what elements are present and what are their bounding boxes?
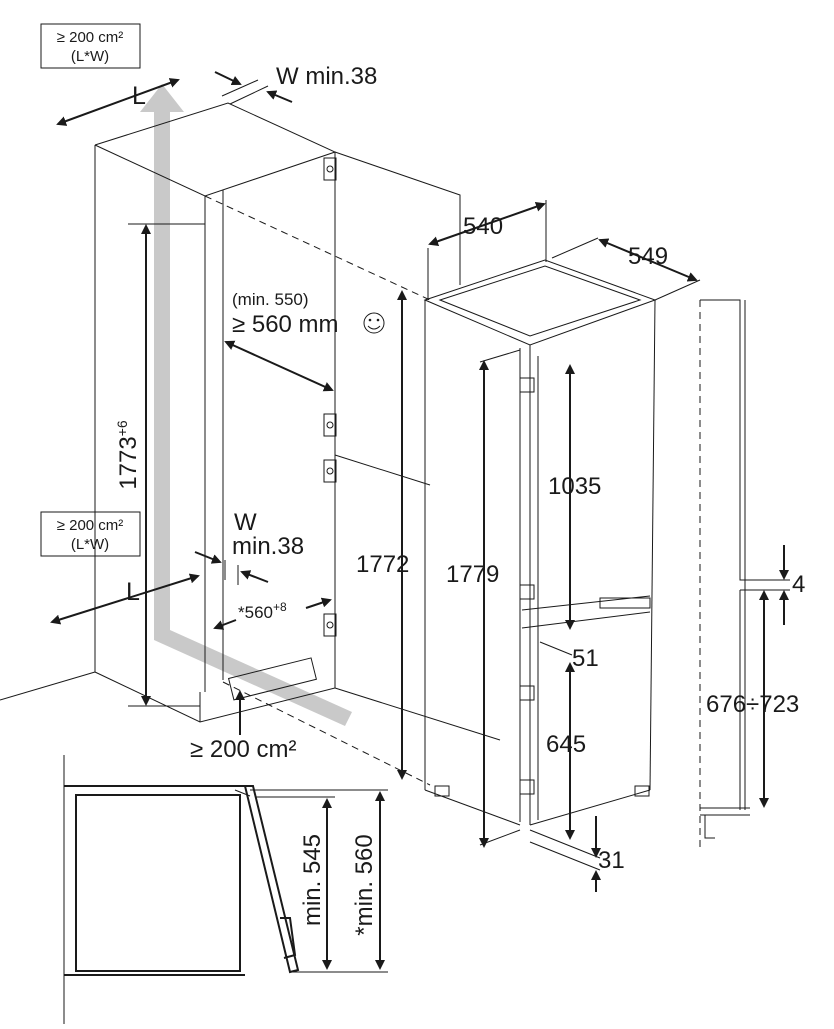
hinge-icon: [323, 157, 337, 181]
dim-540: 540: [427, 200, 547, 300]
dim-niche-height: 1773+6: [114, 223, 205, 707]
label-vent-bottom: ≥ 200 cm²: [190, 736, 297, 763]
hinge-icon: [519, 377, 535, 393]
smiley-icon: [363, 312, 385, 334]
vent-top-line2: (L*W): [71, 48, 109, 65]
dim-676-723: 676÷723: [706, 590, 799, 808]
label-min38-mid: min.38: [232, 533, 304, 560]
hinge-icon: [323, 613, 337, 637]
label-min560: *min. 560: [351, 834, 378, 935]
hinge-icon: [519, 685, 535, 701]
dim-L-bottom: L: [50, 573, 200, 625]
hinge-icon: [323, 413, 337, 437]
label-L-top: L: [132, 82, 146, 110]
label-W-mid: W: [234, 509, 257, 536]
label-51: 51: [572, 645, 599, 672]
label-31: 31: [598, 847, 625, 874]
label-540: 540: [463, 213, 503, 240]
vent-mid-line1: ≥ 200 cm²: [57, 517, 124, 534]
hinge-icon: [323, 459, 337, 483]
label-L-bottom: L: [126, 578, 140, 606]
dim-min560: *min. 560: [351, 791, 385, 970]
dim-1035: 1035: [548, 364, 601, 630]
label-niche-width: *560+8: [238, 600, 287, 622]
hinge-icon: [519, 779, 535, 795]
vent-box-top: ≥ 200 cm² (L*W): [40, 23, 141, 69]
label-1772: 1772: [356, 551, 409, 578]
hinge-icon: [519, 584, 535, 600]
label-niche-depth-rec: ≥ 560 mm: [232, 311, 339, 338]
label-1779: 1779: [446, 561, 499, 588]
dim-1772: 1772: [356, 290, 409, 780]
label-645: 645: [546, 731, 586, 758]
dim-W-mid: W min.38: [194, 509, 304, 585]
label-niche-height: 1773+6: [114, 420, 142, 490]
label-1035: 1035: [548, 473, 601, 500]
airflow-arrow: [140, 84, 352, 726]
label-676-723: 676÷723: [706, 691, 799, 718]
vent-top-line1: ≥ 200 cm²: [57, 29, 124, 46]
dim-niche-depth: (min. 550) ≥ 560 mm: [224, 290, 385, 392]
vent-box-mid: ≥ 200 cm² (L*W): [40, 511, 141, 557]
door-side-profile: [699, 299, 790, 850]
dim-1779: 1779: [446, 349, 521, 848]
label-549: 549: [628, 243, 668, 270]
detail-section: [63, 755, 388, 1024]
dim-4: 4: [779, 545, 805, 625]
dim-51: 51: [539, 641, 599, 672]
dim-W-top: W min.38: [214, 63, 377, 105]
label-min545: min. 545: [299, 834, 326, 926]
vent-mid-line2: (L*W): [71, 536, 109, 553]
label-4: 4: [792, 571, 805, 598]
dim-31: 31: [529, 816, 625, 892]
appliance: [423, 259, 657, 826]
dim-niche-width: *560+8: [213, 597, 332, 630]
dim-549: 549: [551, 237, 701, 301]
vent-bottom: ≥ 200 cm²: [190, 690, 297, 763]
label-W-min38-top: W min.38: [276, 63, 377, 90]
dim-645: 645: [546, 662, 586, 840]
label-niche-depth-min: (min. 550): [232, 290, 309, 309]
dim-L-top: L: [56, 78, 180, 126]
dim-min545: min. 545: [299, 798, 332, 970]
cabinet-niche: [0, 84, 501, 786]
